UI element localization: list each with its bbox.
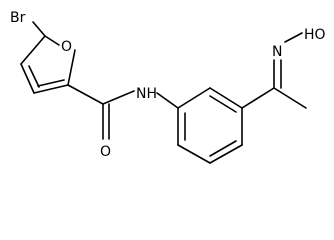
bond-c2-carbonyl (67, 84, 104, 105)
bond-c5-o1 (44, 35, 60, 46)
bond-b2-b3 (209, 87, 243, 109)
oxime-group (241, 32, 307, 109)
bond-b4-b5-inner (209, 140, 237, 157)
benzene-ring (177, 87, 243, 164)
bond-b2-b3-inner (209, 95, 237, 113)
structure-diagram: Br O O NH N HO (10, 10, 326, 164)
amide-nitrogen-label: NH (136, 86, 157, 102)
hydroxyl-label: HO (304, 27, 326, 43)
bond-n-phenyl (156, 92, 179, 109)
bond-n-oh (284, 32, 303, 43)
bond-c3-c4-inner (28, 65, 40, 88)
bond-c5-br (32, 21, 46, 37)
bond-carbonyl-n (102, 90, 135, 105)
oxime-nitrogen-label: N (272, 44, 282, 60)
bond-o1-c2 (67, 49, 76, 86)
bond-c3-c4 (20, 63, 35, 94)
bromine-label: Br (10, 10, 26, 26)
bond-b1-b2 (177, 87, 211, 109)
bond-b5-b6 (177, 144, 211, 164)
bond-ring-imine-c (241, 87, 275, 109)
amide-oxygen-label: O (100, 144, 111, 160)
bond-imine-c-methyl (273, 87, 307, 109)
bond-c2-c3-inner (37, 79, 65, 87)
furan-oxygen-label: O (61, 39, 72, 55)
bond-b4-b5 (209, 144, 243, 164)
furan-ring (20, 35, 76, 94)
bond-c4-c5 (20, 35, 46, 65)
bond-c2-c3 (33, 84, 69, 94)
amide-group (67, 84, 179, 140)
